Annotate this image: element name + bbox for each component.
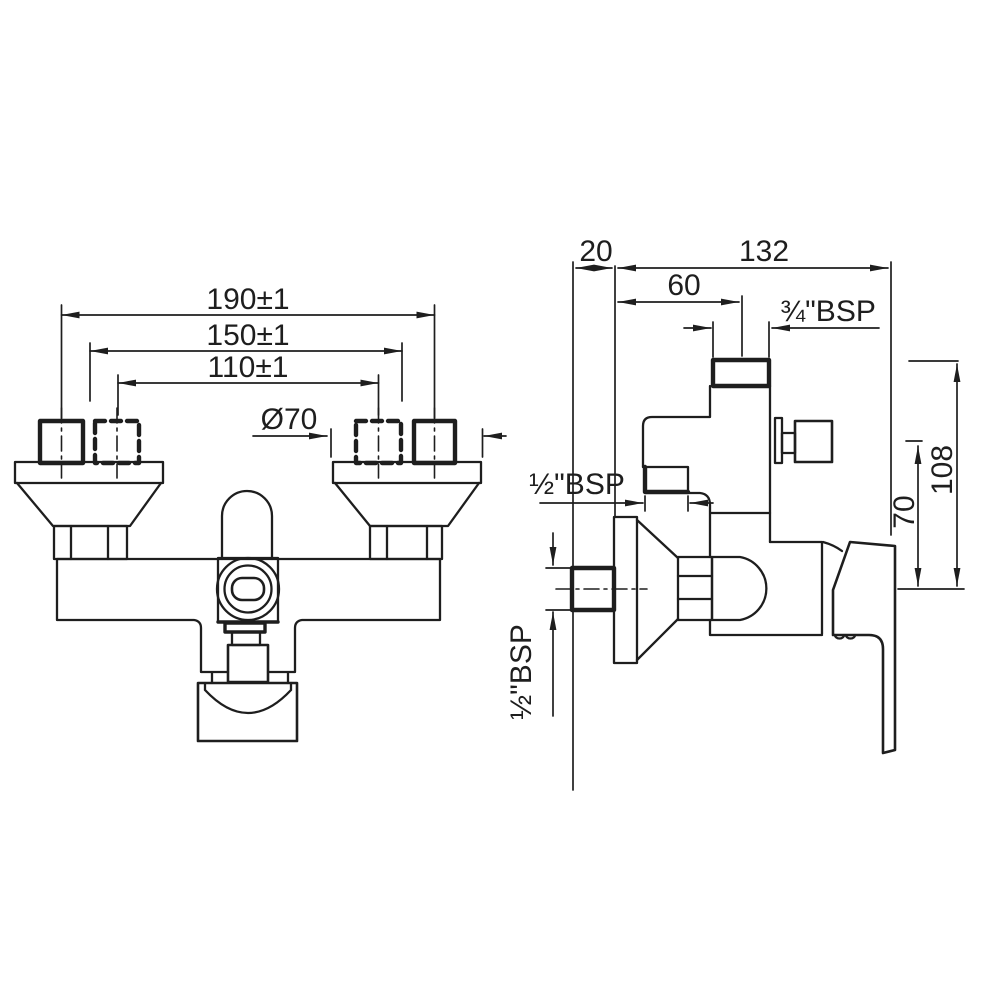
front-nut-left [52,524,129,561]
side-outlet-stub-edges [641,465,690,495]
front-cone-left [15,481,163,528]
side-outlet-stub-thick [642,464,691,495]
side-dim-70-label: 70 [888,495,921,528]
side-escutcheon-cone [635,518,680,662]
front-nut-left-facets [69,524,110,561]
front-handle [220,489,274,561]
side-nut [676,555,714,622]
side-top-port-thread [710,357,772,389]
side-bsp-12-inlet-label: ½"BSP [505,624,538,720]
side-bsp-12-inlet-ticks [545,567,577,611]
side-handle-screws [833,633,857,640]
side-dim-20-label: 20 [579,235,612,268]
side-bsp-12-outlet-label: ½"BSP [529,468,625,501]
front-neck [223,621,267,634]
front-knob-slot [230,576,266,602]
side-dim-132-label: 132 [739,235,789,268]
front-outlet-arc [203,681,293,714]
side-view [555,261,897,791]
front-cone-right [333,481,481,528]
side-body-step [686,491,772,559]
front-dim-150-label: 150±1 [206,319,289,352]
side-bsp-34-ticks [712,321,770,358]
front-dim-110-label: 110±1 [208,351,289,384]
side-dome-cap [710,555,768,622]
side-diverter-knob [793,419,834,464]
side-handle-fillet [821,540,844,553]
side-view-dimensions: 20 132 60 ¾"BSP ½"BSP ½"BSP 108 70 [505,235,965,720]
side-knob-stem [780,431,797,455]
side-bsp-34-label: ¾"BSP [780,295,876,328]
front-nut-right [368,524,444,561]
front-view-dimensions: 190±1 150±1 110±1 Ø70 [60,283,507,458]
front-outlet-body [196,681,299,743]
front-extension-lines [60,304,436,419]
side-dim-60-label: 60 [667,269,700,302]
front-flange-left [13,460,165,485]
front-inlet-centerlines [60,407,436,479]
front-knob-outer-ring [215,556,281,622]
side-handle-lever [831,540,897,755]
side-escutcheon-flange [612,515,639,665]
front-nut-right-facets [385,524,429,561]
front-dim-190-label: 190±1 [206,283,289,316]
front-knob-inner-ring [223,564,273,614]
front-stem [230,630,262,647]
front-dia-70-label: Ø70 [261,403,318,436]
front-flange-right [331,460,483,485]
side-upper-body [641,384,772,544]
front-diverter-block [226,643,270,684]
side-dim-108-label: 108 [926,445,959,495]
side-bsp-12-outlet-ticks [644,495,689,512]
side-nut-facets [676,574,714,601]
front-view [13,407,483,743]
